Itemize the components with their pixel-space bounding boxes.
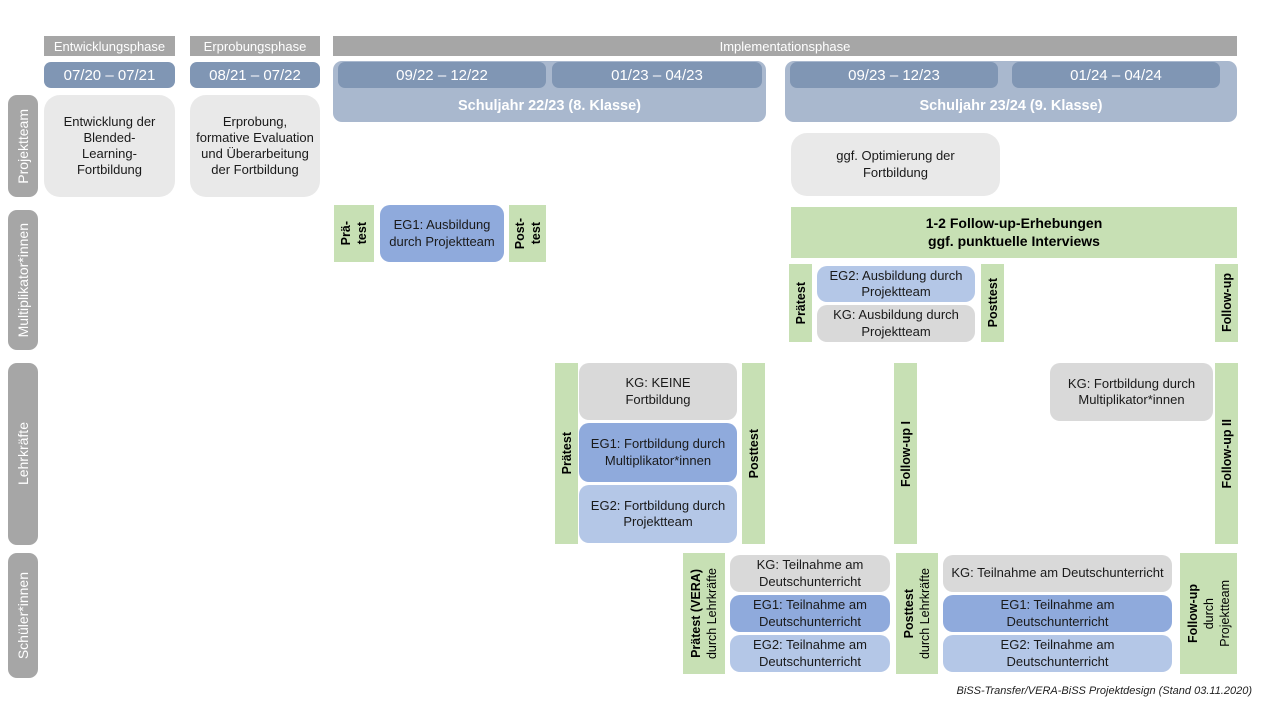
phase-entwicklungsphase: Entwicklungsphase <box>44 36 175 56</box>
bar-praetest-multiplikatoren: Prä- test <box>334 205 374 262</box>
bar-posttest2-multiplikatoren-text: Posttest <box>985 278 1000 328</box>
period-0720-0721: 07/20 – 07/21 <box>44 62 175 88</box>
row-label-schuelerinnen: Schüler*innen <box>8 553 38 678</box>
bar-followup1-lehrkraefte: Follow-up I <box>894 363 917 544</box>
phase-erprobungsphase: Erprobungsphase <box>190 36 320 56</box>
bar-praetest-multiplikatoren-line2: test <box>355 222 369 245</box>
row-label-multiplikatorinnen-text: Multiplikator*innen <box>15 222 31 338</box>
box-eg1-teilnahme-2: EG1: Teilnahme am Deutschunterricht <box>943 595 1172 632</box>
bar-followup1-lehrkraefte-text: Follow-up I <box>898 420 913 487</box>
period-0922-1222: 09/22 – 12/22 <box>338 62 546 88</box>
box-eg2-ausbildung-projektteam: EG2: Ausbildung durch Projektteam <box>817 266 975 302</box>
box-optimierung-fortbildung: ggf. Optimierung der Fortbildung <box>791 133 1000 196</box>
period-0124-0424: 01/24 – 04/24 <box>1012 62 1220 88</box>
box-eg1-ausbildung-projektteam: EG1: Ausbildung durch Projektteam <box>380 205 504 262</box>
row-label-multiplikatorinnen: Multiplikator*innen <box>8 210 38 350</box>
row-label-projektteam-text: Projektteam <box>15 108 31 184</box>
row-label-lehrkraefte-text: Lehrkräfte <box>15 422 31 486</box>
bar-followup-schueler: Follow-up durch Projektteam <box>1180 553 1237 674</box>
bar-praetest-lehrkraefte-text: Prätest <box>559 432 574 475</box>
bar-followup-schueler-sub2: Projektteam <box>1217 580 1232 647</box>
bar-praetest-vera-schueler: Prätest (VERA) durch Lehrkräfte <box>683 553 725 674</box>
box-followup-erhebungen-line1: 1-2 Follow-up-Erhebungen <box>925 215 1103 231</box>
period-0821-0722: 08/21 – 07/22 <box>190 62 320 88</box>
bar-posttest-schueler-sub: durch Lehrkräfte <box>918 567 932 660</box>
box-erprobung-evaluation: Erprobung, formative Evaluation und Über… <box>190 95 320 197</box>
box-kg-ausbildung-projektteam: KG: Ausbildung durch Projektteam <box>817 305 975 342</box>
footer-caption: BiSS-Transfer/VERA-BiSS Projektdesign (S… <box>956 685 1252 697</box>
bar-posttest-schueler-main: Posttest <box>902 588 916 639</box>
box-entwicklung-fortbildung: Entwicklung der Blended-Learning-Fortbil… <box>44 95 175 197</box>
bar-praetest-vera-sub: durch Lehrkräfte <box>705 567 719 660</box>
bar-praetest-multiplikatoren-line1: Prä- <box>339 221 353 246</box>
bar-followup-schueler-sub1: durch <box>1201 597 1216 630</box>
bar-praetest2-multiplikatoren: Prätest <box>789 264 812 342</box>
bar-praetest-lehrkraefte: Prätest <box>555 363 578 544</box>
bar-praetest-vera-main: Prätest (VERA) <box>689 569 703 658</box>
box-kg-fortbildung-multiplikatoren: KG: Fortbildung durch Multiplikator*inne… <box>1050 363 1213 421</box>
bar-posttest-multiplikatoren-line2: test <box>528 222 543 245</box>
box-eg2-teilnahme-1: EG2: Teilnahme am Deutschunterricht <box>730 635 890 672</box>
period-0923-1223: 09/23 – 12/23 <box>790 62 998 88</box>
box-kg-teilnahme-2: KG: Teilnahme am Deutschunterricht <box>943 555 1172 592</box>
row-label-projektteam: Projektteam <box>8 95 38 197</box>
bar-posttest-lehrkraefte-text: Posttest <box>746 428 761 479</box>
box-eg1-fortbildung-multiplikatoren: EG1: Fortbildung durch Multiplikator*inn… <box>579 423 737 482</box>
box-followup-erhebungen-line2: ggf. punktuelle Interviews <box>928 232 1100 249</box>
box-eg2-teilnahme-2: EG2: Teilnahme am Deutschunterricht <box>943 635 1172 672</box>
bar-followup-multiplikatoren-text: Follow-up <box>1219 273 1234 333</box>
bar-posttest-schueler: Posttest durch Lehrkräfte <box>896 553 938 674</box>
box-followup-erhebungen: 1-2 Follow-up-Erhebungen ggf. punktuelle… <box>791 207 1237 258</box>
bar-followup-schueler-main: Follow-up <box>1185 583 1200 643</box>
box-kg-keine-fortbildung: KG: KEINE Fortbildung <box>579 363 737 420</box>
phase-implementationsphase: Implementationsphase <box>333 36 1237 56</box>
box-eg1-teilnahme-1: EG1: Teilnahme am Deutschunterricht <box>730 595 890 632</box>
bar-followup2-lehrkraefte: Follow-up II <box>1215 363 1238 544</box>
bar-posttest2-multiplikatoren: Posttest <box>981 264 1004 342</box>
bar-posttest-multiplikatoren-line1: Post- <box>512 217 527 250</box>
bar-followup-multiplikatoren: Follow-up <box>1215 264 1238 342</box>
bar-praetest2-multiplikatoren-text: Prätest <box>793 281 808 325</box>
bar-posttest-lehrkraefte: Posttest <box>742 363 765 544</box>
bar-posttest-multiplikatoren: Post- test <box>509 205 546 262</box>
period-0123-0423: 01/23 – 04/23 <box>552 62 762 88</box>
bar-followup2-lehrkraefte-text: Follow-up II <box>1219 418 1234 489</box>
row-label-schuelerinnen-text: Schüler*innen <box>15 571 31 660</box>
box-kg-teilnahme-1: KG: Teilnahme am Deutschunterricht <box>730 555 890 592</box>
row-label-lehrkraefte: Lehrkräfte <box>8 363 38 545</box>
box-eg2-fortbildung-projektteam: EG2: Fortbildung durch Projektteam <box>579 485 737 543</box>
